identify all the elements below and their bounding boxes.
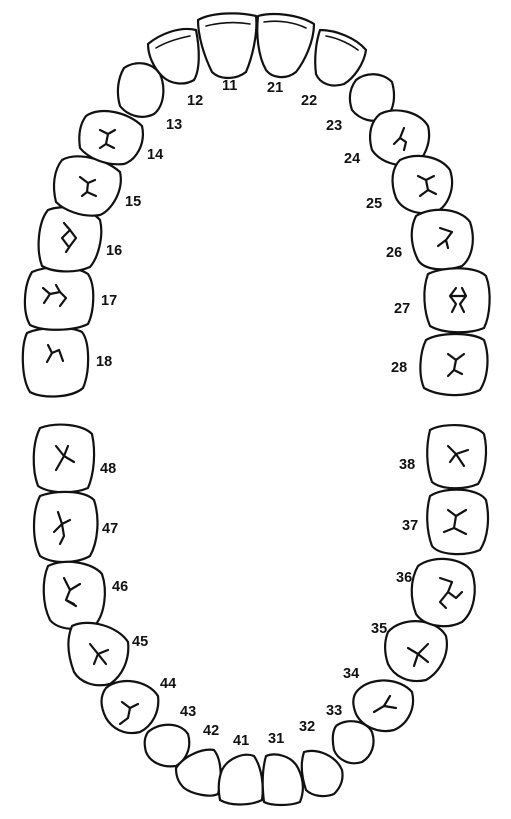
tooth-label-18: 18 xyxy=(96,354,112,370)
tooth-label-46: 46 xyxy=(112,579,128,595)
tooth-34[interactable] xyxy=(352,679,415,733)
tooth-25[interactable] xyxy=(391,154,454,215)
tooth-label-17: 17 xyxy=(101,293,117,309)
tooth-label-42: 42 xyxy=(203,723,219,739)
tooth-label-12: 12 xyxy=(187,93,203,109)
tooth-label-45: 45 xyxy=(132,634,148,650)
tooth-32[interactable] xyxy=(300,749,344,798)
tooth-48[interactable] xyxy=(32,423,96,494)
tooth-27[interactable] xyxy=(423,267,491,334)
tooth-label-35: 35 xyxy=(371,621,387,637)
tooth-12[interactable] xyxy=(146,27,200,85)
tooth-label-47: 47 xyxy=(102,521,118,537)
tooth-label-32: 32 xyxy=(299,719,315,735)
tooth-label-22: 22 xyxy=(301,93,317,109)
tooth-18[interactable] xyxy=(21,326,90,398)
tooth-label-31: 31 xyxy=(268,731,284,747)
tooth-33[interactable] xyxy=(331,720,375,765)
tooth-label-34: 34 xyxy=(343,666,359,682)
tooth-47[interactable] xyxy=(32,490,99,564)
tooth-label-36: 36 xyxy=(396,570,412,586)
tooth-label-26: 26 xyxy=(386,245,402,261)
tooth-41[interactable] xyxy=(217,753,264,806)
tooth-13[interactable] xyxy=(116,62,165,118)
tooth-label-16: 16 xyxy=(106,243,122,259)
tooth-label-24: 24 xyxy=(344,151,360,167)
tooth-17[interactable] xyxy=(23,266,95,331)
tooth-label-25: 25 xyxy=(366,196,382,212)
tooth-label-48: 48 xyxy=(100,461,116,477)
tooth-45[interactable] xyxy=(67,621,130,687)
tooth-label-43: 43 xyxy=(180,704,196,720)
upper-arch xyxy=(21,12,491,398)
tooth-label-23: 23 xyxy=(326,118,342,134)
tooth-label-11: 11 xyxy=(222,78,237,94)
tooth-label-14: 14 xyxy=(147,147,163,163)
tooth-label-28: 28 xyxy=(391,360,407,376)
tooth-label-44: 44 xyxy=(160,676,176,692)
tooth-38[interactable] xyxy=(426,424,488,490)
tooth-label-41: 41 xyxy=(233,733,249,749)
tooth-11[interactable] xyxy=(196,12,258,80)
tooth-label-33: 33 xyxy=(326,703,342,719)
tooth-22[interactable] xyxy=(314,28,368,87)
tooth-label-13: 13 xyxy=(166,117,182,133)
tooth-15[interactable] xyxy=(52,155,122,217)
lower-arch xyxy=(32,423,490,807)
tooth-43[interactable] xyxy=(143,723,191,768)
tooth-36[interactable] xyxy=(410,557,476,628)
tooth-16[interactable] xyxy=(37,206,103,273)
tooth-number-labels: 18 17 16 15 14 13 12 11 21 22 23 24 25 2… xyxy=(96,78,418,749)
tooth-label-37: 37 xyxy=(402,518,418,534)
tooth-14[interactable] xyxy=(78,109,144,166)
tooth-21[interactable] xyxy=(256,13,316,79)
tooth-44[interactable] xyxy=(100,680,160,735)
tooth-37[interactable] xyxy=(426,488,490,556)
tooth-31[interactable] xyxy=(261,753,304,807)
tooth-label-21: 21 xyxy=(267,80,283,96)
tooth-26[interactable] xyxy=(410,208,474,271)
tooth-label-15: 15 xyxy=(125,194,141,210)
tooth-28[interactable] xyxy=(419,332,489,397)
tooth-46[interactable] xyxy=(42,560,106,630)
tooth-label-27: 27 xyxy=(394,301,410,317)
tooth-35[interactable] xyxy=(383,620,448,683)
tooth-label-38: 38 xyxy=(399,457,415,473)
